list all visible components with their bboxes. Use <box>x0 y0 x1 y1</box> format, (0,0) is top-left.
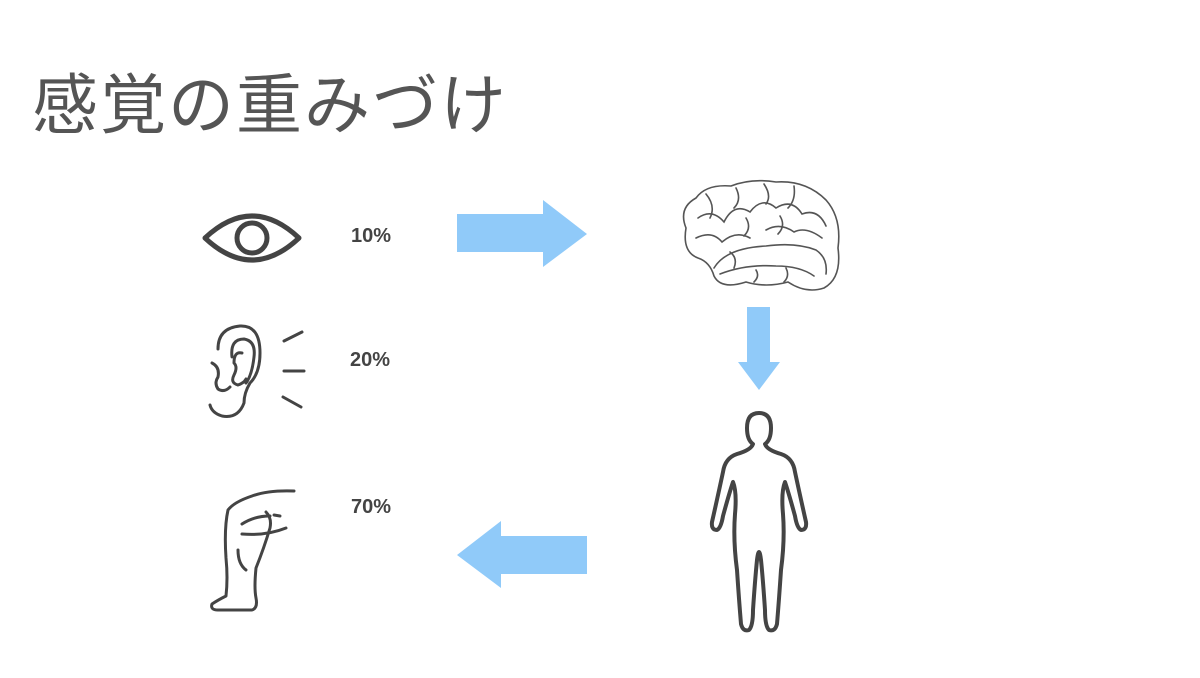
ear-icon <box>208 324 306 418</box>
arrow-down-icon <box>738 307 780 390</box>
eye-percent: 10% <box>351 225 392 247</box>
eye-icon <box>202 213 302 263</box>
leg-icon <box>210 489 296 612</box>
slide-title: 感覚の重みづけ <box>32 67 508 144</box>
human-body-icon <box>709 411 809 633</box>
leg-percent: 70% <box>351 496 392 518</box>
arrow-left-icon <box>457 521 587 588</box>
arrow-right-icon <box>457 200 587 267</box>
ear-percent: 20% <box>350 349 391 371</box>
brain-icon <box>682 179 840 291</box>
